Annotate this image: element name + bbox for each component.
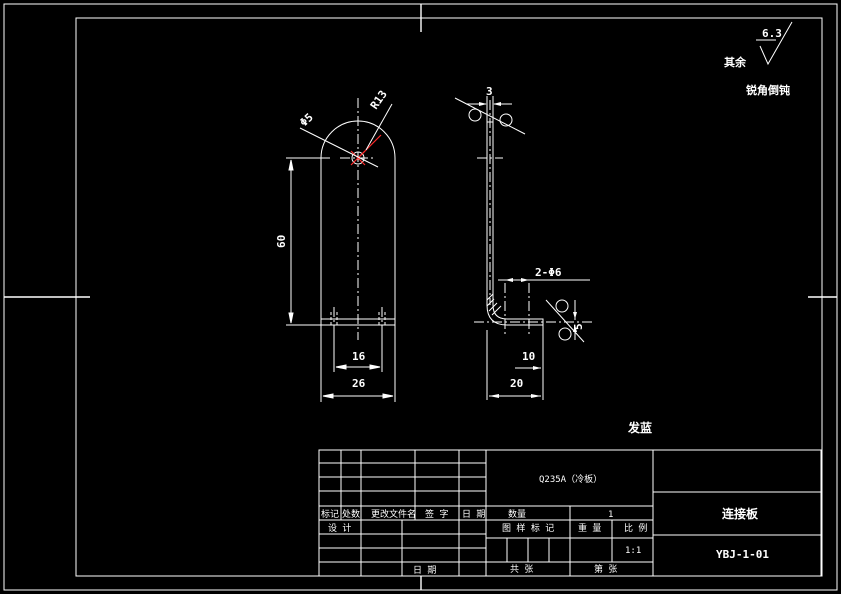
centering-marks: [4, 4, 837, 590]
rev-header-mark: 标记: [321, 508, 339, 520]
scale-value: 1:1: [625, 546, 641, 556]
rev-header-sign: 签 字: [425, 508, 448, 520]
side-view: [454, 96, 595, 400]
dim-holes-2-phi6: 2-Φ6: [535, 266, 562, 279]
dim-60: 60: [275, 235, 288, 248]
finish-note: 发蓝: [627, 420, 652, 435]
material-spec: Q235A（冷板）: [539, 473, 602, 485]
sheet-total-label: 共 张: [510, 564, 533, 575]
drawing-mark-label: 图 样 标 记: [502, 522, 554, 534]
dim-10: 10: [522, 350, 535, 363]
dim-26: 26: [352, 377, 366, 390]
sheet-number-label: 第 张: [594, 563, 617, 575]
quantity-label: 数量: [508, 508, 526, 520]
edge-break-note: 锐角倒钝: [746, 83, 790, 97]
dim-60-lines: [286, 157, 330, 326]
rev-header-count: 处数: [342, 508, 360, 520]
dim-20: 20: [510, 377, 523, 390]
design-label: 设 计: [328, 522, 351, 534]
weight-label: 重 量: [578, 522, 601, 534]
scale-label: 比 例: [624, 522, 647, 534]
rest-label: 其余: [724, 55, 747, 69]
title-block-lines: [318, 449, 822, 577]
dim-16-26-lines: [320, 325, 396, 402]
roughness-value: 6.3: [762, 27, 782, 40]
part-name: 连接板: [722, 506, 759, 521]
rev-header-file: 更改文件名: [371, 508, 416, 520]
quantity-value: 1: [608, 510, 613, 520]
date-label: 日 期: [413, 565, 436, 576]
dim-phi5: Φ5: [297, 111, 316, 130]
dim-thickness-3: 3: [486, 85, 493, 98]
outer-border: [3, 3, 838, 591]
roughness-symbol: [756, 21, 793, 66]
dim-weld-5: 5: [572, 323, 585, 330]
rev-header-date: 日 期: [462, 509, 485, 520]
front-view: [299, 98, 396, 340]
dim-r13: R13: [368, 88, 390, 112]
dim-16: 16: [352, 350, 366, 363]
drawing-number: YBJ-1-01: [716, 548, 769, 561]
